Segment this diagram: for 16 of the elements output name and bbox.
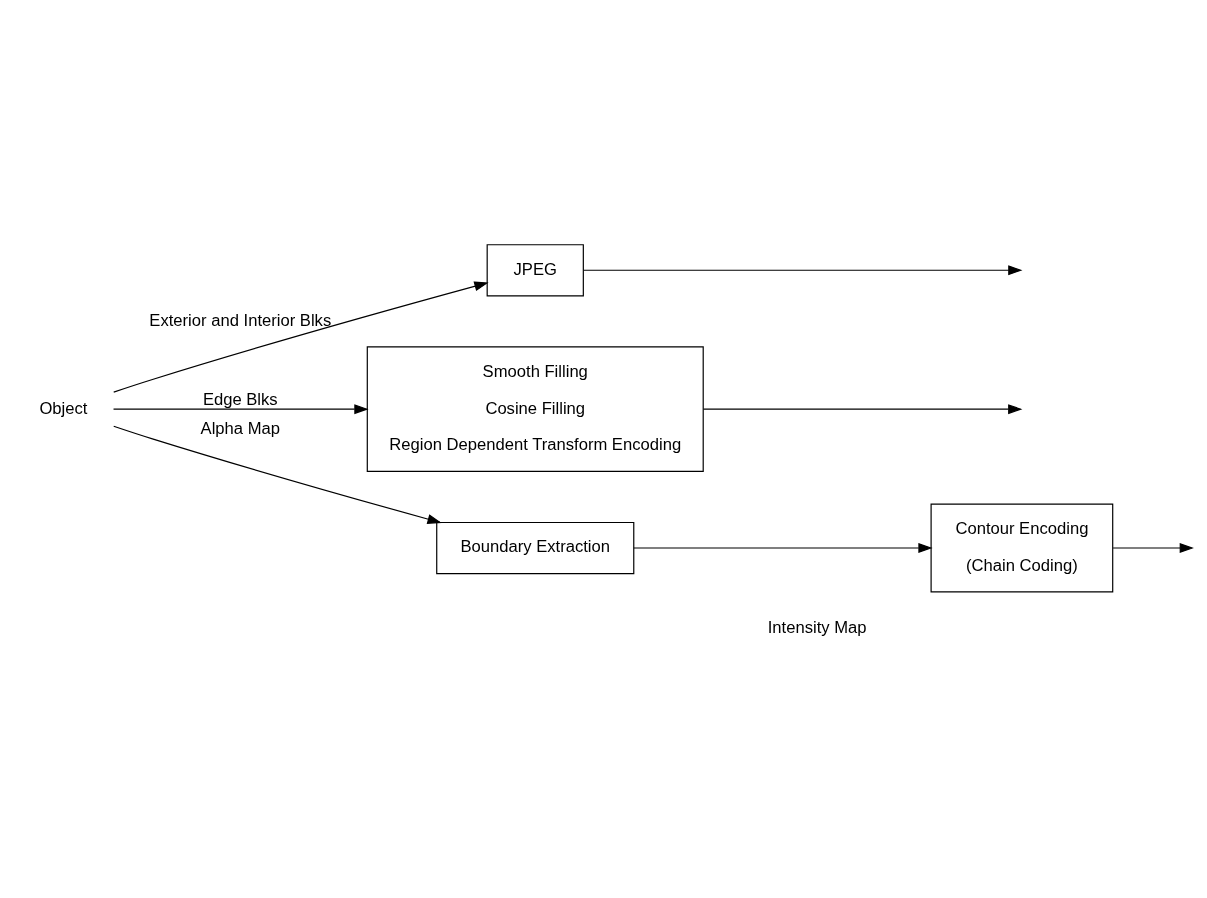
arrow (583, 264, 1023, 275)
arrow (113, 280, 489, 393)
node-box: Smooth Filling Cosine Filling Region Dependent Transform Encoding (366, 345, 704, 472)
arrow (113, 425, 442, 524)
node-text: Object (39, 398, 88, 418)
arrow (112, 403, 369, 414)
edge-label: Exterior and Interior Blks (149, 310, 332, 330)
arrow (633, 542, 933, 553)
node-box: Boundary Extraction (436, 521, 635, 574)
label: Intensity Map (767, 617, 867, 637)
arrow (1112, 542, 1194, 553)
edge-label: Alpha Map (200, 418, 280, 438)
node-box: Contour Encoding (Chain Coding) (930, 503, 1114, 593)
arrow (702, 403, 1023, 414)
edge-label: Edge Blks (202, 389, 278, 409)
node-box: JPEG (486, 243, 584, 296)
